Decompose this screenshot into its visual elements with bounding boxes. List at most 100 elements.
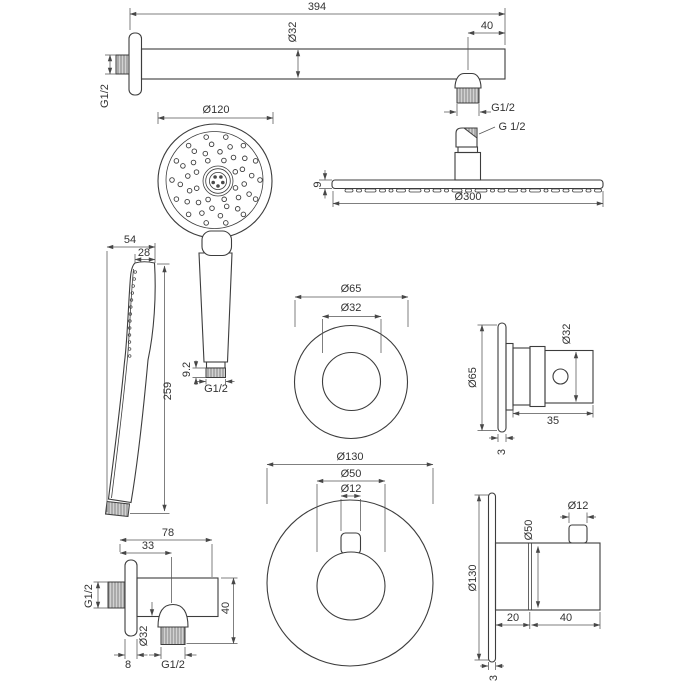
hand-side-nozzle-dot [131, 284, 135, 288]
hand-nozzle-hole [223, 203, 230, 210]
arm-diameter-label: Ø32 [287, 22, 299, 43]
head-nozzle-dash [594, 188, 602, 193]
hand-hub-jet [221, 180, 225, 185]
head-stem [454, 151, 482, 181]
hand-nozzle-hole [221, 196, 227, 203]
hand-nozzle-hole [223, 220, 229, 226]
shower-arm-figure: 394 Ø32 40 G1/2 G1/2 [99, 1, 515, 116]
outlet-wall-thread-label: G1/2 [83, 584, 95, 608]
small-trim-side-d65-extensions [477, 324, 497, 431]
hand-side-nozzle-dots [127, 270, 137, 358]
hand-nozzle-hole [185, 142, 192, 149]
hand-nozzle-hole [199, 210, 205, 216]
wall-outlet-figure: 78 33 G1/2 Ø32 8 G1/2 40 [83, 527, 238, 671]
arm-outlet-thread-label: G1/2 [491, 102, 515, 114]
head-nozzle-dash [520, 188, 527, 193]
hand-side-nozzle-dot [127, 347, 132, 351]
hand-nozzle-hole [252, 196, 259, 202]
hand-nozzle-hole [217, 149, 223, 155]
small-trim-side-d32-label: Ø32 [561, 324, 573, 345]
hand-nozzle-hole [239, 166, 246, 173]
head-thickness-extensions [319, 179, 332, 189]
arm-length-extensions [129, 8, 506, 45]
head-nozzle-dash [543, 188, 549, 193]
small-trim-front-d65-label: Ø65 [341, 283, 362, 295]
large-trim-body-divider [528, 543, 532, 610]
hand-nozzle-hole [177, 181, 184, 188]
hand-nozzle-hole [217, 212, 224, 219]
small-trim-front-d32-label: Ø32 [341, 302, 362, 314]
small-trim-front-d65-extensions [294, 300, 409, 327]
hand-side-body [107, 261, 156, 504]
hand-hub-jet [213, 175, 217, 179]
large-trim-front-d50-extensions [316, 484, 386, 552]
hand-thread-label: G1/2 [204, 383, 228, 395]
large-trim-front-d12-extensions [340, 499, 361, 531]
hand-nozzle-hole [193, 169, 200, 175]
hand-side-nozzle-dot [132, 277, 136, 281]
outlet-dome [157, 603, 189, 628]
small-trim-flange-thickness-label: 3 [496, 449, 508, 455]
large-trim-flange-circle [266, 499, 434, 667]
large-trim-lever-side [568, 524, 588, 544]
hand-diameter-label: Ø120 [203, 104, 230, 116]
hand-nozzle-hole [190, 159, 197, 166]
hand-nozzle-hole [257, 177, 263, 183]
small-trim-flange [497, 322, 507, 433]
hand-nozzle-hole [208, 141, 215, 148]
outlet-wall-thread-extensions [93, 581, 108, 609]
hand-hub-inner [208, 171, 227, 190]
hand-nozzle-hole [227, 144, 233, 150]
small-trim-step [505, 342, 514, 411]
small-trim-set-screw [552, 368, 569, 385]
arm-tube [140, 48, 506, 80]
hand-nozzle-hole [193, 185, 200, 191]
head-nozzle-dash [356, 188, 362, 193]
head-diameter-label: Ø300 [455, 191, 482, 203]
head-plate [331, 179, 604, 190]
hand-length-label: 259 [162, 382, 174, 400]
hand-nozzle-hole [205, 196, 211, 203]
hand-side-nozzle-dot [133, 270, 137, 274]
hand-side-nozzle-dot [127, 333, 132, 337]
hand-hub-jet [216, 184, 220, 188]
large-trim-knob-circle [316, 551, 386, 621]
small-trim-front-figure: Ø65 Ø32 [293, 283, 409, 440]
large-trim-flange [487, 492, 497, 663]
hand-nozzle-hole [205, 157, 211, 164]
arm-outlet-thread-extensions [456, 104, 480, 116]
head-thread-label: G 1/2 [499, 121, 526, 133]
outlet-flange-thickness-label: 8 [125, 659, 131, 671]
large-trim-lever-front [340, 532, 362, 555]
head-nozzle-dash [388, 188, 394, 193]
outlet-width-extensions [119, 544, 213, 577]
hand-nozzle-hole [232, 185, 239, 191]
hand-side-nozzle-dot [128, 354, 132, 358]
outlet-flange-thickness-extensions [124, 639, 138, 659]
large-trim-side-d12-extensions [568, 512, 588, 523]
hand-nozzle-hole [185, 173, 191, 179]
head-nozzle-dash [529, 188, 541, 193]
head-nozzle-dash [551, 188, 560, 193]
hand-nozzle-hole [173, 158, 180, 164]
head-nozzle-dash [444, 188, 449, 193]
hand-nozzle-hole [240, 211, 247, 218]
arm-elbow-dome [454, 72, 482, 89]
hand-nozzle-hole [252, 158, 259, 164]
head-nozzle-dash [572, 188, 583, 193]
outlet-thread-down [160, 626, 186, 645]
hand-nozzle-hole [232, 169, 239, 175]
small-trim-front-d32-extensions [322, 319, 382, 353]
small-trim-side-figure: Ø65 Ø32 35 3 [467, 322, 594, 455]
hand-hub-jet [219, 175, 223, 179]
hand-nozzle-hole [234, 206, 241, 212]
head-connector-thread-wedge [462, 127, 478, 140]
hand-side-thread [104, 500, 131, 518]
arm-wall-thread-label: G1/2 [99, 84, 111, 108]
hand-thread-extensions [205, 379, 226, 385]
hand-nozzle-hole [173, 196, 180, 202]
large-trim-base-depth-label: 20 [507, 612, 519, 624]
small-trim-flange-circle [293, 324, 409, 440]
head-nozzle-dash [490, 188, 495, 193]
large-trim-flange-thickness-label: 3 [488, 675, 500, 681]
